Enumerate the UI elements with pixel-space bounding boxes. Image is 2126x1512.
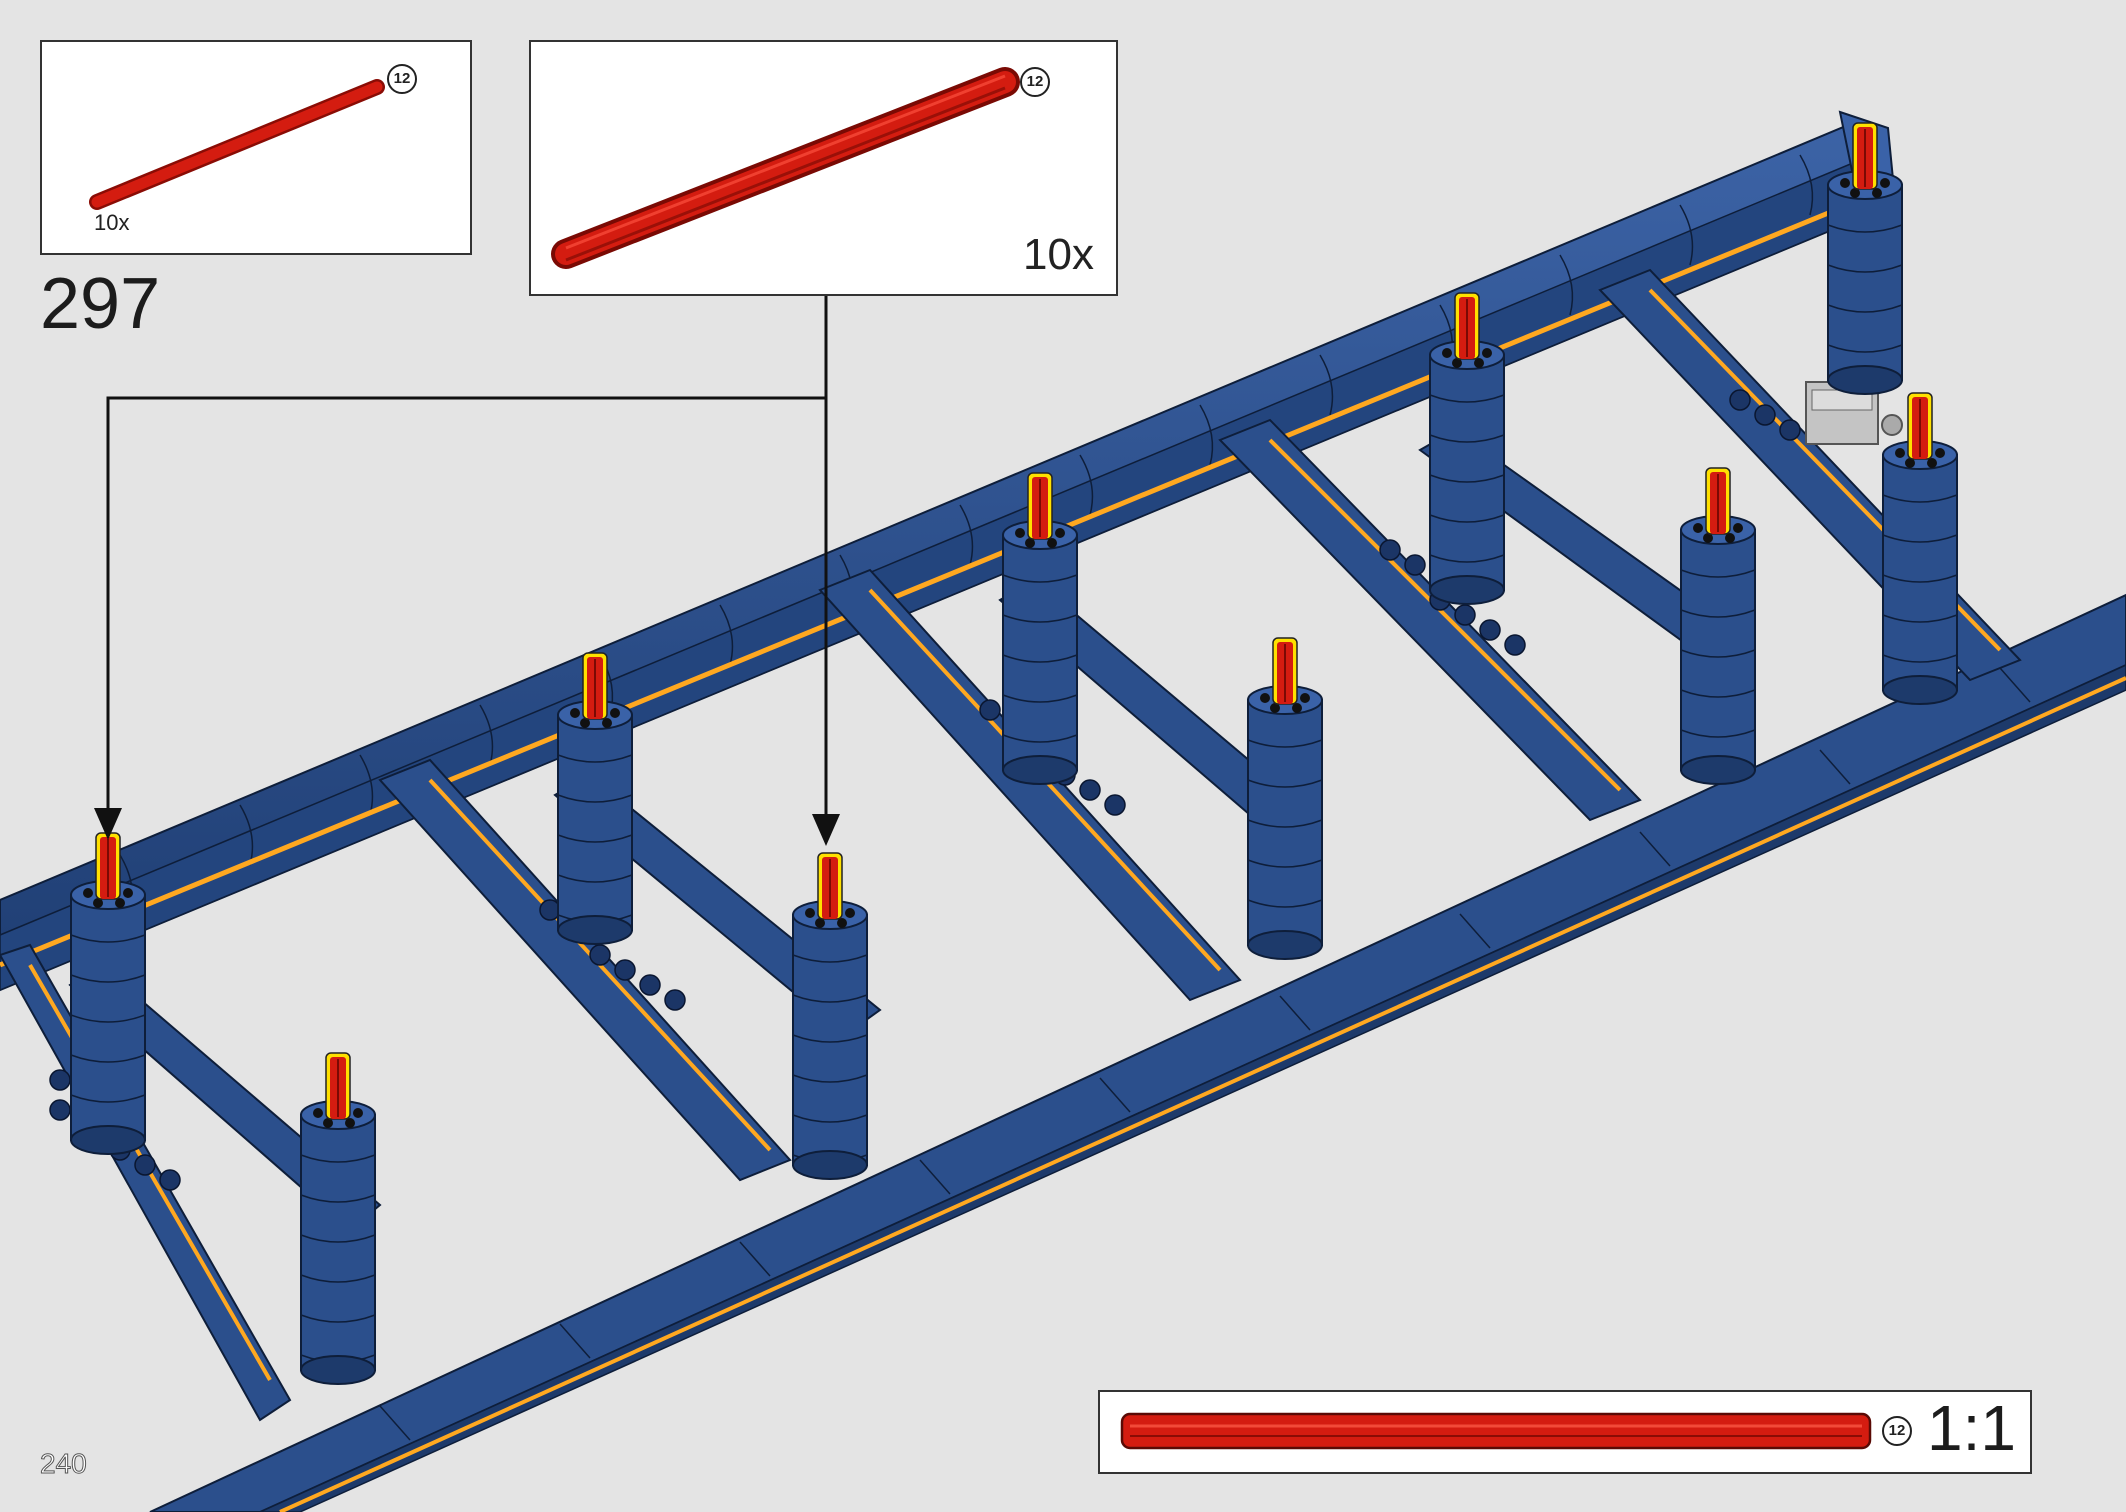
step-number: 297: [40, 264, 161, 344]
red-axle-fifth-front: [1852, 122, 1878, 190]
parts-callout-small: 12 10x: [40, 40, 472, 255]
length-badge-icon: 12: [387, 64, 417, 94]
red-axle-fifth-back: [1907, 392, 1933, 460]
red-axle-third-back: [1272, 637, 1298, 705]
axle-part-icon: [551, 67, 1020, 269]
column-third-front: [1002, 520, 1078, 785]
part-quantity: 10x: [94, 210, 130, 235]
column-fifth-back: [1882, 440, 1958, 705]
length-badge-icon: 12: [1882, 1416, 1912, 1446]
page-number: 240: [40, 1448, 88, 1480]
part-quantity: 10x: [1023, 230, 1094, 279]
cross-beams: [0, 268, 2022, 1422]
red-axle-left-front: [95, 832, 121, 900]
arrow-down-icon: [94, 808, 122, 840]
red-axle-second-front: [582, 652, 608, 720]
inner-strip: [0, 197, 1861, 968]
column-second-back: [792, 900, 868, 1180]
length-badge-icon: 12: [1020, 67, 1050, 97]
red-axle-third-front: [1027, 472, 1053, 540]
column-fourth-front: [1429, 340, 1505, 605]
axle-part-icon: [89, 79, 385, 210]
red-axle-fourth-back: [1705, 467, 1731, 535]
arrow-down-icon: [812, 814, 840, 846]
scale-label: 1:1: [1927, 1392, 2016, 1464]
guide-line-left: [106, 296, 828, 815]
red-axle-fourth-front: [1454, 292, 1480, 360]
front-beam: [149, 593, 2126, 1512]
column-fourth-back: [1680, 515, 1756, 785]
grey-block: [1805, 381, 1903, 445]
column-fifth-front: [1827, 170, 1903, 395]
column-second-front: [557, 700, 633, 945]
red-axle-left-back: [325, 1052, 351, 1120]
axle-part-icon: [1120, 1412, 1872, 1450]
red-axle-second-back: [817, 852, 843, 920]
scale-reference: 12 1:1: [1098, 1390, 2032, 1474]
parts-callout-large: 12 10x: [529, 40, 1118, 296]
